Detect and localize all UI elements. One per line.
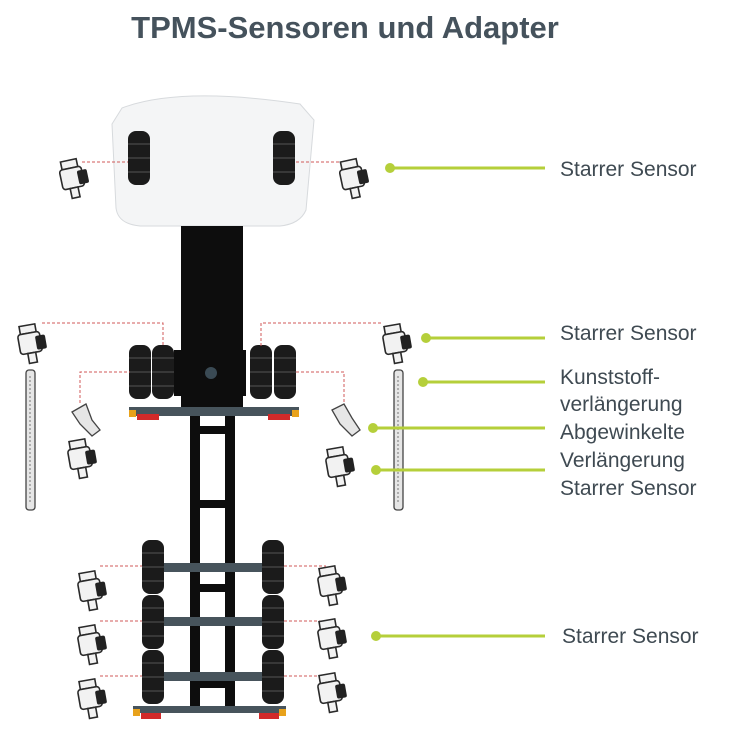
drive-right-outer-sensor-icon [380,321,416,366]
trailer-tire [261,594,285,650]
front-left-tire [127,130,151,186]
label-drive-sensor: Starrer Sensor [560,322,697,345]
label-angled-extension-1: Abgewinkelte [560,421,685,444]
trailer-tire [261,539,285,595]
trailer-axle-1 [150,563,278,572]
label-plastic-extension-2: verlängerung [560,393,683,416]
drive-left-outer-sensor-icon [15,321,51,366]
trailer-left-sensor-icon [75,622,111,667]
trailer-axle-2 [150,617,278,626]
page-title: TPMS-Sensoren und Adapter [131,10,559,45]
front-left-sensor-icon [56,156,93,201]
trailer-tire [141,649,165,705]
truck-cab [111,95,315,227]
drive-right-outer-tire [273,344,297,400]
leader-lines [368,163,545,641]
label-plastic-extension-1: Kunststoff- [560,366,660,389]
front-right-tire [272,130,296,186]
drive-right-inner-tire [249,344,273,400]
trailer-left-sensor-icon [75,568,111,613]
front-right-sensor-icon [336,156,373,201]
label-trailer-sensor: Starrer Sensor [562,625,699,648]
trailer-right-sensor-icon [315,670,351,715]
drive-left-inner-sensor-icon [65,436,101,481]
trailer-tire [261,649,285,705]
label-angled-extension-2: Verlängerung [560,449,685,472]
angled-extension-left-icon [71,403,101,437]
plastic-extension-left-icon [25,369,36,511]
trailer-tire [141,594,165,650]
drive-left-outer-tire [128,344,152,400]
drive-left-inner-tire [151,344,175,400]
trailer-tire [141,539,165,595]
trailer-right-sensor-icon [315,616,351,661]
angled-extension-right-icon [331,403,361,437]
trailer-axle-3 [150,672,278,681]
label-front-sensor: Starrer Sensor [560,158,697,181]
drive-right-inner-sensor-icon [323,444,359,489]
label-drive-inner-sensor: Starrer Sensor [560,477,697,500]
trailer-frame [190,416,200,708]
dashed-connectors [42,161,382,677]
trailer-left-sensor-icon [75,676,111,721]
trailer-right-sensor-icon [315,563,351,608]
plastic-extension-right-icon [393,369,404,511]
